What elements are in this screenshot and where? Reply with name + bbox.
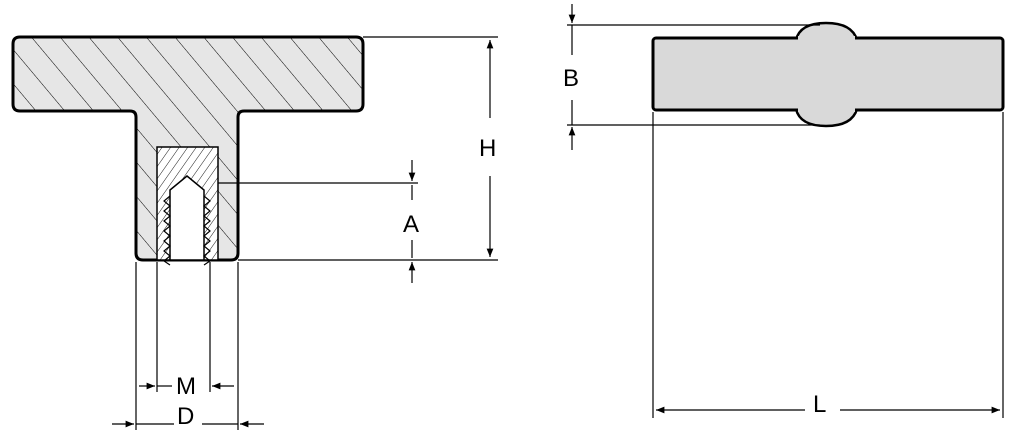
section-view: H A M D [11,35,498,430]
label-l: L [813,391,826,418]
label-m: M [176,373,196,400]
label-a: A [403,211,419,238]
dimension-m: M [139,373,234,400]
dimension-a: A [403,160,419,283]
label-h: H [479,135,496,162]
side-view: B L [563,4,1005,418]
knob-side-body [651,36,1005,112]
label-b: B [563,65,579,92]
bottom-bulge [794,108,859,128]
dimension-b: B [563,4,579,150]
dimension-l: L [656,391,1000,418]
dimension-h: H [479,40,496,257]
side-extension-lines [567,24,1004,418]
label-d: D [177,403,194,430]
threaded-insert [156,146,219,266]
section-extension-lines [135,36,498,430]
top-bulge [794,21,859,41]
threaded-bore [169,175,205,261]
dimension-d: D [112,403,264,430]
